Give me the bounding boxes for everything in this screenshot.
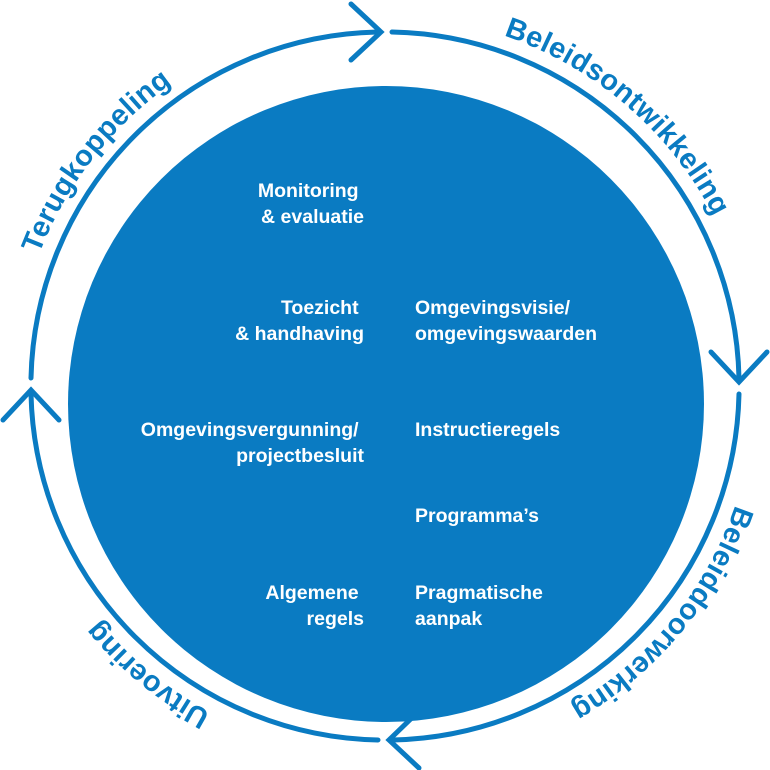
item-instructieregels: Instructieregels xyxy=(415,419,560,441)
ring-arc-terugkoppeling xyxy=(28,29,380,381)
ring-arc-uitvoering xyxy=(28,391,381,743)
item-algemene-regels: Algemene regels xyxy=(265,582,364,630)
ring-arc-beleiddoorwerking xyxy=(390,391,742,743)
inner-circle xyxy=(68,86,704,722)
item-pragmatische-aanpak: Pragmatische aanpak xyxy=(415,582,548,630)
item-toezicht: Toezicht & handhaving xyxy=(235,297,364,345)
instruments-left: Monitoring & evaluatie Toezicht & handha… xyxy=(141,180,365,630)
arrow-right-icon xyxy=(348,1,385,63)
item-programmas: Programma’s xyxy=(415,505,539,527)
item-omgevingsvergunning: Omgevingsvergunning/ projectbesluit xyxy=(141,419,365,467)
item-monitoring: Monitoring & evaluatie xyxy=(258,180,364,228)
arrow-left-icon xyxy=(385,708,422,770)
arrow-down-icon xyxy=(708,349,770,386)
item-omgevingsvisie: Omgevingsvisie/ omgevingswaarden xyxy=(415,297,597,345)
instruments-right: Omgevingsvisie/ omgevingswaarden Instruc… xyxy=(415,297,597,630)
ring-arc-beleidsontwikkeling xyxy=(389,29,742,381)
arrow-up-icon xyxy=(0,386,62,423)
